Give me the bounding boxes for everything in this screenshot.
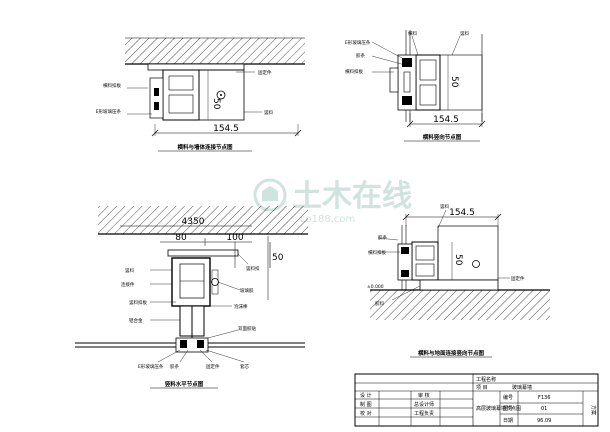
title-block-text: 工程名称 项 目 玻璃幕墙 高层玻璃幕墙节点图 设 计 审 核 制 图 总设计师…: [360, 376, 597, 424]
detail-bottom-right: ±0.000 50 154.5 竖料 横料扣板 胶条 固定件 胶: [367, 203, 550, 358]
label-tl-0: 横料扣板: [103, 82, 121, 89]
tb-meta-1-label: 图号: [503, 406, 513, 412]
watermark-brand: 土木在线: [292, 179, 412, 214]
tb-item-label: 项 目: [476, 385, 488, 391]
dim-tr-main: 154.5: [433, 115, 459, 125]
tb-drawing-title: 高层玻璃幕墙节点图: [476, 405, 521, 412]
label-br-4: 胶料: [375, 300, 384, 307]
tb-row-2-role: 工程负责: [414, 410, 434, 417]
label-bl-10: 固定件: [206, 363, 220, 370]
caption-br: 横料与地面连接竖向节点图: [418, 349, 485, 357]
tb-meta-1-value: 01: [541, 406, 547, 412]
label-bl-1: 连接件: [121, 281, 135, 288]
label-bl-2: 竖料扣板: [129, 299, 147, 306]
tb-meta-2-label: 日期: [503, 418, 513, 424]
tb-meta-0-value: F136: [538, 395, 550, 401]
tb-row-1-role: 总设计师: [414, 401, 434, 408]
label-bl-6: 泡沫棒: [234, 303, 248, 310]
dim-tl-vert: 50: [211, 98, 221, 110]
dim-bl-side: 50: [272, 253, 284, 263]
caption-tl: 横料与墙体连接节点图: [177, 143, 233, 151]
dim-tr-vert: 50: [449, 76, 459, 88]
label-bl-11: 套芯: [240, 363, 249, 370]
tb-row-0-role: 审 核: [418, 392, 430, 399]
label-bl-7: 双面胶贴: [238, 325, 256, 332]
label-bl-5: 玻璃胶: [240, 287, 254, 294]
detail-top-left: 横料扣板 E形玻璃压条 固定件 竖料 50 154.5 横料与墙体连接节点图: [96, 37, 305, 152]
watermark: 土木在线 co188.com: [253, 178, 412, 225]
label-tr-2: 横料扣板: [345, 68, 363, 75]
label-tr-1: 胶条: [356, 52, 365, 59]
label-tl-3: 竖料: [264, 109, 273, 116]
label-tl-1: E形玻璃压条: [96, 108, 122, 115]
dim-bl-a: 80: [175, 233, 187, 243]
label-bl-8: E形玻璃压条: [138, 363, 164, 370]
dim-bl-top: 4350: [182, 217, 205, 227]
tb-item-value: 玻璃幕墙: [512, 384, 532, 391]
watermark-logo-icon: [253, 178, 287, 212]
dim-br-vert: 50: [453, 254, 463, 266]
label-tl-2: 固定件: [258, 69, 272, 76]
label-br-level: ±0.000: [367, 284, 384, 290]
dim-br-main: 154.5: [449, 208, 475, 218]
tb-project-label: 工程名称: [476, 376, 496, 383]
caption-bl: 竖料水平节点图: [165, 380, 204, 388]
label-br-3: 固定件: [511, 275, 525, 282]
dim-bl-b: 100: [226, 233, 243, 243]
label-bl-3: 铝合金: [129, 317, 143, 324]
title-block: [354, 373, 599, 427]
dim-tl-main: 154.5: [213, 124, 239, 134]
label-bl-9: 胶条: [170, 363, 179, 370]
label-br-1: 横料扣板: [368, 249, 386, 256]
label-bl-0: 竖料: [125, 267, 134, 274]
label-tr-4: 竖料: [460, 30, 469, 37]
label-tr-3: 横料: [408, 30, 417, 37]
tb-row-0-label: 设 计: [360, 392, 372, 399]
watermark-url: co188.com: [300, 214, 355, 225]
tb-row-1-label: 制 图: [360, 401, 372, 408]
label-br-2: 胶条: [378, 234, 387, 241]
tb-row-2-label: 校 对: [360, 410, 372, 417]
tb-meta-0-label: 编号: [503, 394, 513, 401]
label-bl-4: 竖料扣: [246, 265, 260, 272]
caption-tr: 横料竖向节点图: [423, 133, 462, 141]
label-tr-0: E形玻璃压条: [345, 39, 371, 46]
detail-bottom-left: 4350 80 100 50: [75, 206, 308, 389]
label-br-0: 竖料: [440, 203, 449, 210]
tb-meta-2-value: 96.09: [537, 418, 551, 424]
detail-top-right: E形玻璃压条 胶条 横料扣板 横料 竖料 50 154.5 横料竖向节点图: [345, 30, 486, 142]
tb-scheme: 方案: [590, 405, 597, 415]
